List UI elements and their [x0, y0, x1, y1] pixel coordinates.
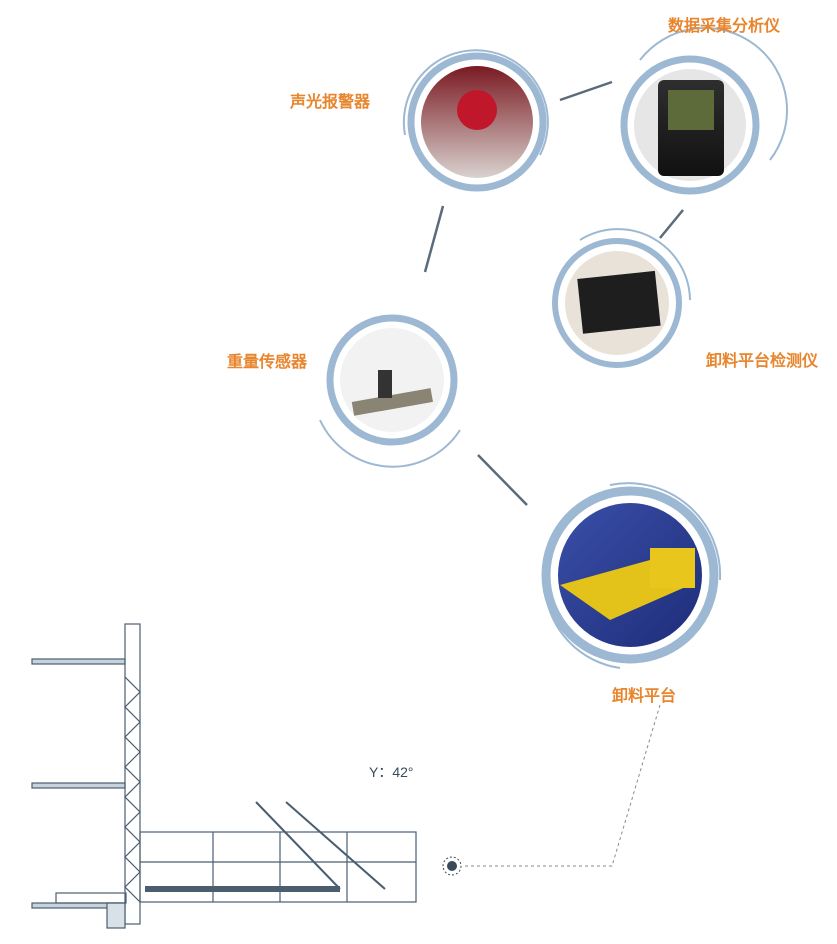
node-analyzer[interactable]	[620, 27, 788, 195]
node-alarm[interactable]	[402, 49, 549, 192]
label-analyzer: 数据采集分析仪	[668, 16, 781, 35]
node-platform[interactable]	[541, 482, 722, 669]
label-platform: 卸料平台	[612, 686, 677, 705]
node-detector[interactable]	[552, 228, 691, 368]
angle-label: Y：42°	[369, 764, 414, 780]
node-sensor[interactable]	[319, 314, 461, 468]
dashed-leader	[463, 704, 661, 867]
label-detector: 卸料平台检测仪	[706, 351, 819, 370]
anchor-dot	[447, 861, 457, 871]
label-alarm: 声光报警器	[290, 92, 371, 111]
anchor-ring	[442, 856, 462, 876]
label-sensor: 重量传感器	[227, 352, 308, 371]
connector-lines	[423, 80, 684, 506]
platform-drawing	[31, 623, 417, 929]
